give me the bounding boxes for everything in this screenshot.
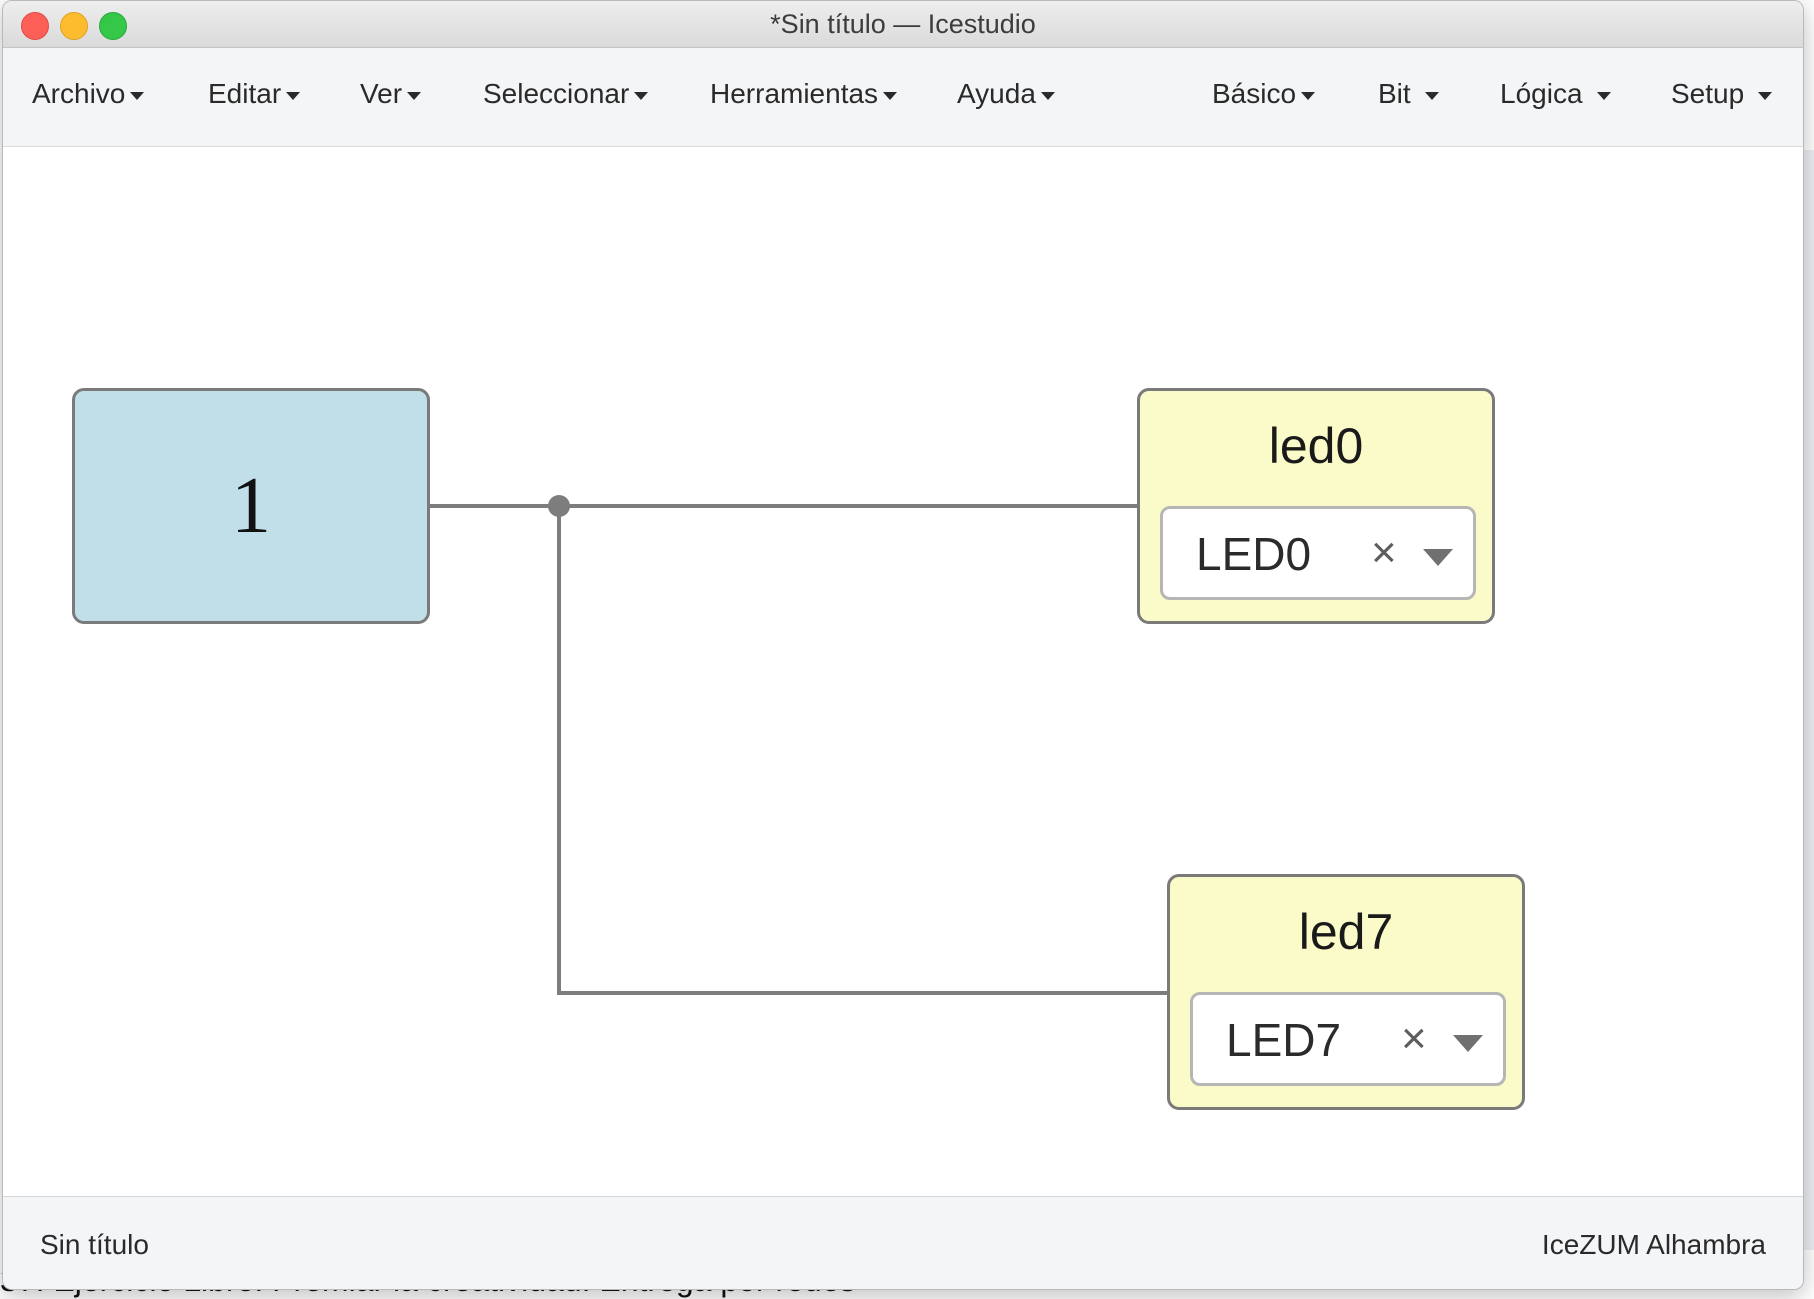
wire-junction <box>548 495 570 517</box>
clear-icon[interactable]: × <box>1371 528 1397 577</box>
chevron-down-icon <box>1596 91 1611 100</box>
window-title: *Sin título — Icestudio <box>770 9 1036 39</box>
constant-value: 1 <box>231 461 271 550</box>
pin-select-led7[interactable]: LED7 × <box>1190 992 1506 1086</box>
menu-bit[interactable]: Bit <box>1378 78 1439 110</box>
menu-seleccionar-label: Seleccionar <box>483 78 630 109</box>
chevron-down-icon <box>1758 91 1773 100</box>
menu-setup-label: Setup <box>1671 78 1745 109</box>
dropdown-arrow-icon[interactable] <box>1423 549 1453 566</box>
dropdown-arrow-icon[interactable] <box>1453 1035 1483 1052</box>
menu-logica[interactable]: Lógica <box>1500 78 1611 110</box>
menu-logica-label: Lógica <box>1500 78 1583 109</box>
design-canvas[interactable]: 1 led0 LED0 × led7 LED7 × <box>3 147 1803 1195</box>
chevron-down-icon <box>407 91 422 100</box>
maximize-window-button[interactable] <box>99 12 127 40</box>
menu-basico-label: Básico <box>1212 78 1297 109</box>
chevron-down-icon <box>1424 91 1439 100</box>
minimize-window-button[interactable] <box>60 12 88 40</box>
status-bar: Sin título IceZUM Alhambra <box>3 1196 1803 1289</box>
menu-ver-label: Ver <box>360 78 403 109</box>
menu-herramientas[interactable]: Herramientas <box>710 78 898 110</box>
output-block-led7[interactable]: led7 LED7 × <box>1167 874 1525 1110</box>
menu-setup[interactable]: Setup <box>1671 78 1773 110</box>
pin-select-value: LED0 <box>1196 528 1312 580</box>
menu-ayuda-label: Ayuda <box>957 78 1036 109</box>
chevron-down-icon <box>634 91 649 100</box>
menu-editar[interactable]: Editar <box>208 78 301 110</box>
title-bar[interactable]: *Sin título — Icestudio <box>3 1 1803 48</box>
wires-layer <box>430 495 1167 995</box>
menu-ayuda[interactable]: Ayuda <box>957 78 1055 110</box>
project-name: Sin título <box>40 1229 149 1260</box>
chevron-down-icon <box>1301 91 1316 100</box>
menu-bar: Archivo Editar Ver Seleccionar Herramien… <box>3 48 1803 147</box>
menu-archivo[interactable]: Archivo <box>32 78 145 110</box>
clear-icon[interactable]: × <box>1401 1014 1427 1063</box>
output-block-led0[interactable]: led0 LED0 × <box>1137 388 1495 624</box>
output-label: led0 <box>1268 418 1364 474</box>
chevron-down-icon <box>130 91 145 100</box>
chevron-down-icon <box>286 91 301 100</box>
pin-select-value: LED7 <box>1226 1014 1342 1066</box>
board-name[interactable]: IceZUM Alhambra <box>1541 1229 1766 1260</box>
menu-editar-label: Editar <box>208 78 282 109</box>
constant-block[interactable]: 1 <box>72 388 430 624</box>
menu-seleccionar[interactable]: Seleccionar <box>483 78 649 110</box>
menu-basico[interactable]: Básico <box>1212 78 1316 110</box>
chevron-down-icon <box>1040 91 1055 100</box>
menu-herramientas-label: Herramientas <box>710 78 879 109</box>
chevron-down-icon <box>883 91 898 100</box>
output-label: led7 <box>1298 904 1394 960</box>
pin-select-led0[interactable]: LED0 × <box>1160 506 1476 600</box>
menu-ver[interactable]: Ver <box>360 78 422 110</box>
menu-bit-label: Bit <box>1378 78 1411 109</box>
close-window-button[interactable] <box>21 12 49 40</box>
menu-archivo-label: Archivo <box>32 78 126 109</box>
